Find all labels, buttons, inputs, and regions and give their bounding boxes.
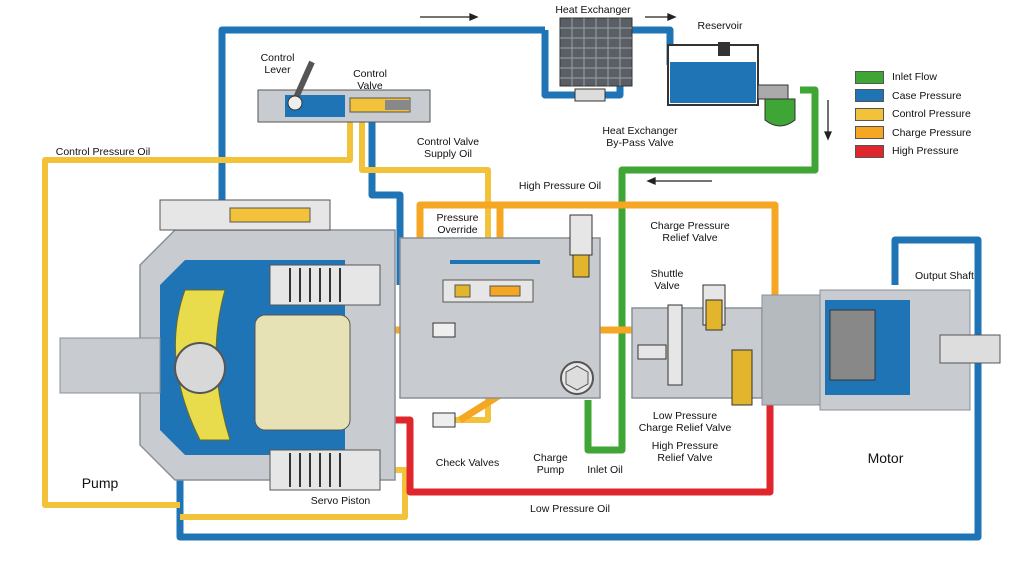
legend-item-case: Case Pressure bbox=[855, 87, 1015, 106]
label-motor: Motor bbox=[867, 450, 904, 466]
label-heat-exchanger-bypass: Heat Exchanger By-Pass Valve bbox=[602, 125, 678, 149]
label-pressure-override: Pressure Override bbox=[436, 212, 479, 236]
label-high-pressure-oil: High Pressure Oil bbox=[518, 180, 602, 192]
legend-swatch bbox=[855, 144, 884, 158]
label-check-valves: Check Valves bbox=[435, 457, 500, 469]
label-charge-pump: Charge Pump bbox=[533, 452, 568, 476]
label-control-lever: Control Lever bbox=[260, 52, 295, 76]
legend-item-inlet: Inlet Flow bbox=[855, 68, 1015, 87]
legend-item-high: High Pressure bbox=[855, 142, 1015, 161]
control-lever bbox=[287, 60, 315, 111]
legend-label: Control Pressure bbox=[892, 108, 971, 121]
label-control-valve: Control Valve bbox=[353, 68, 387, 92]
high-pressure-relief-valve bbox=[731, 349, 753, 406]
pump-body bbox=[59, 199, 396, 491]
label-pump: Pump bbox=[81, 475, 119, 491]
flow-arrows bbox=[420, 13, 832, 185]
label-charge-pressure-relief: Charge Pressure Relief Valve bbox=[650, 220, 730, 244]
legend: Inlet Flow Case Pressure Control Pressur… bbox=[855, 68, 1015, 161]
legend-item-charge: Charge Pressure bbox=[855, 124, 1015, 143]
legend-swatch bbox=[855, 70, 884, 84]
legend-label: High Pressure bbox=[892, 145, 959, 158]
legend-swatch bbox=[855, 107, 884, 121]
check-valves bbox=[432, 322, 456, 428]
label-control-pressure-oil: Control Pressure Oil bbox=[55, 146, 151, 158]
label-inlet-oil: Inlet Oil bbox=[587, 464, 623, 476]
reservoir bbox=[667, 42, 796, 127]
motor-body bbox=[819, 289, 1001, 411]
low-pressure-charge-relief-valve bbox=[637, 304, 683, 386]
label-shuttle-valve: Shuttle Valve bbox=[650, 268, 684, 292]
control-valve bbox=[257, 89, 431, 123]
label-low-pressure-charge-relief: Low Pressure Charge Relief Valve bbox=[638, 410, 732, 434]
heat-exchanger bbox=[559, 17, 633, 102]
label-reservoir: Reservoir bbox=[697, 20, 743, 32]
label-heat-exchanger: Heat Exchanger bbox=[555, 4, 631, 16]
label-output-shaft: Output Shaft bbox=[915, 270, 974, 282]
charge-pump bbox=[560, 361, 594, 395]
shuttle-valve bbox=[702, 284, 726, 331]
legend-label: Charge Pressure bbox=[892, 126, 972, 139]
charge-pressure-relief-valve bbox=[569, 214, 593, 278]
legend-item-control: Control Pressure bbox=[855, 105, 1015, 124]
legend-label: Inlet Flow bbox=[892, 71, 937, 84]
label-control-valve-supply: Control Valve Supply Oil bbox=[416, 136, 480, 160]
motor-end-block bbox=[761, 294, 823, 406]
label-servo-piston: Servo Piston bbox=[310, 495, 371, 507]
label-high-pressure-relief: High Pressure Relief Valve bbox=[651, 440, 719, 464]
label-low-pressure-oil: Low Pressure Oil bbox=[530, 503, 610, 515]
legend-swatch bbox=[855, 126, 884, 140]
legend-swatch bbox=[855, 89, 884, 103]
pressure-override bbox=[442, 260, 540, 303]
inlet-flow-lines bbox=[584, 86, 819, 454]
legend-label: Case Pressure bbox=[892, 89, 962, 102]
